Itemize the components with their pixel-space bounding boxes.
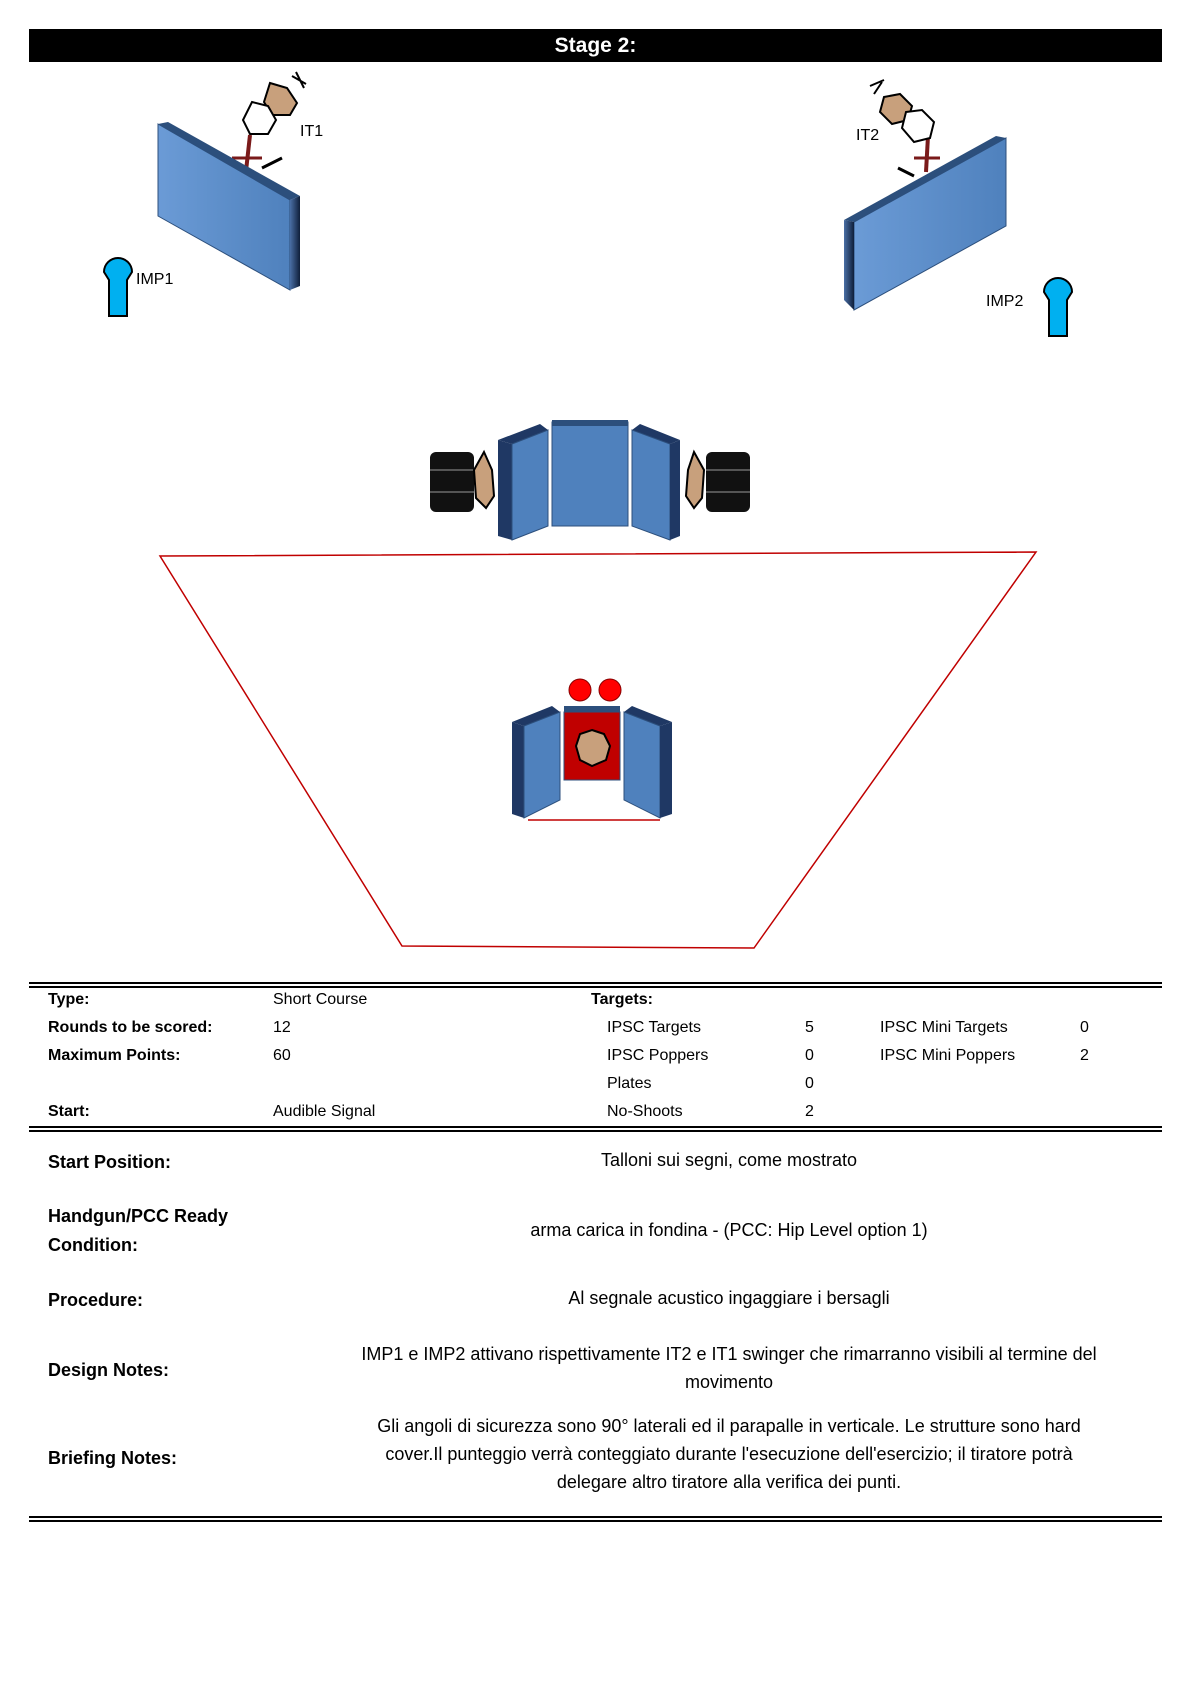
- target-count: 5: [805, 1019, 814, 1036]
- ready-condition-label-1: Handgun/PCC Ready: [48, 1206, 229, 1226]
- target-count: 2: [805, 1103, 814, 1120]
- max-points-value: 60: [273, 1047, 291, 1064]
- max-points-label: Maximum Points:: [48, 1047, 181, 1064]
- rounds-value: 12: [273, 1019, 291, 1036]
- procedure-label: Procedure:: [48, 1290, 144, 1310]
- design-notes-line: movimento: [684, 1372, 774, 1392]
- popper-imp1: [102, 257, 134, 317]
- procedure-text: Al segnale acustico ingaggiare i bersagl…: [568, 1288, 890, 1308]
- briefing-notes-line: cover.Il punteggio verrà conteggiato dur…: [385, 1444, 1073, 1464]
- target-name: IPSC Poppers: [607, 1047, 709, 1064]
- shooting-area-fault-line: [158, 551, 1038, 949]
- label-it2: IT2: [856, 127, 879, 144]
- stage-diagram: IT1 IT2 IMP1 IMP2: [102, 71, 1074, 949]
- type-value: Short Course: [273, 991, 368, 1008]
- start-position-text: Talloni sui segni, come mostrato: [600, 1150, 858, 1170]
- rounds-label: Rounds to be scored:: [48, 1019, 213, 1036]
- label-imp1: IMP1: [136, 271, 173, 288]
- divider-mid-2: [29, 1130, 1162, 1132]
- mini-target-count: 2: [1080, 1047, 1089, 1064]
- mini-target-count: 0: [1080, 1019, 1089, 1036]
- wall-right: [844, 136, 1007, 311]
- swinger-it2: [869, 79, 940, 178]
- wall-left: [157, 122, 300, 291]
- center-barricade: [498, 420, 680, 541]
- type-label: Type:: [48, 991, 90, 1008]
- design-notes-label: Design Notes:: [48, 1360, 170, 1380]
- briefing-notes-label: Briefing Notes:: [48, 1448, 178, 1468]
- briefing-notes-line: Gli angoli di sicurezza sono 90° lateral…: [377, 1416, 1081, 1436]
- briefing-notes-line: delegare altro tiratore alla verifica de…: [556, 1472, 902, 1492]
- start-label: Start:: [48, 1103, 90, 1120]
- target-it1-a: [262, 81, 299, 116]
- target-it1-b: [241, 100, 278, 135]
- label-imp2: IMP2: [986, 293, 1023, 310]
- mini-popper-2: [598, 678, 622, 702]
- start-value: Audible Signal: [273, 1103, 376, 1120]
- target-count: 0: [805, 1075, 814, 1092]
- target-it2-b: [900, 108, 936, 144]
- divider-bottom-1: [29, 1516, 1162, 1518]
- start-position-label: Start Position:: [48, 1152, 172, 1172]
- divider-mid-1: [29, 1126, 1162, 1128]
- design-notes-line: IMP1 e IMP2 attivano rispettivamente IT2…: [361, 1344, 1097, 1364]
- swinger-it1: [232, 71, 307, 181]
- mini-target-name: IPSC Mini Targets: [880, 1019, 1008, 1036]
- no-shoot-right: [684, 449, 750, 512]
- mini-popper-1: [568, 678, 592, 702]
- start-target: [574, 728, 612, 768]
- no-shoot-left: [430, 449, 496, 512]
- mini-target-name: IPSC Mini Poppers: [880, 1047, 1016, 1064]
- targets-label: Targets:: [591, 991, 653, 1008]
- popper-imp2: [1042, 277, 1074, 337]
- divider-top-1: [29, 982, 1162, 984]
- target-name: Plates: [607, 1075, 652, 1092]
- target-count: 0: [805, 1047, 814, 1064]
- divider-bottom-2: [29, 1520, 1162, 1522]
- start-box: [512, 706, 672, 821]
- ready-condition-text: arma carica in fondina - (PCC: Hip Level…: [530, 1220, 928, 1240]
- label-it1: IT1: [300, 123, 323, 140]
- divider-top-2: [29, 986, 1162, 988]
- target-name: IPSC Targets: [607, 1019, 701, 1036]
- target-name: No-Shoots: [607, 1103, 683, 1120]
- stage-title: Stage 2:: [29, 29, 1162, 62]
- notes-section: Start Position: Talloni sui segni, come …: [29, 1148, 1162, 1508]
- ready-condition-label-2: Condition:: [48, 1235, 138, 1255]
